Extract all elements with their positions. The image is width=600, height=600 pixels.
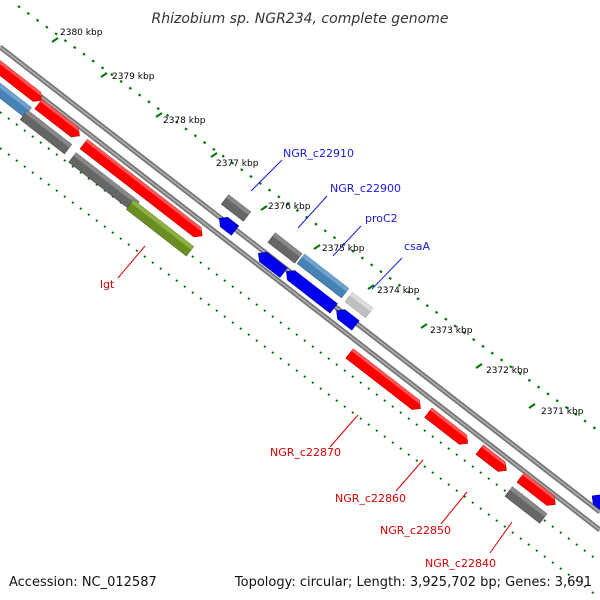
gene-lgt[interactable] — [125, 199, 195, 257]
gene-forward-right-red[interactable] — [516, 472, 559, 509]
tick-label: 2379 kbp — [112, 72, 155, 82]
ruler-tick — [210, 152, 218, 158]
accession-label: Accession: NC_012587 — [9, 575, 157, 590]
tick-label: 2372 kbp — [486, 366, 529, 376]
callout-lines — [117, 159, 513, 554]
ruler-tick — [367, 284, 375, 290]
tick-label: 2376 kbp — [268, 202, 311, 212]
gene-forward-red-long[interactable] — [79, 138, 206, 240]
ruler-tick — [100, 72, 108, 78]
gene-NGR_c22850[interactable] — [475, 444, 510, 475]
gene-NGR_c22870[interactable] — [345, 348, 424, 414]
tick-label: 2380 kbp — [60, 28, 103, 38]
label-proC2[interactable]: proC2 — [365, 212, 398, 225]
tick-label: 2373 kbp — [430, 326, 473, 336]
gene-reverse-blue-2[interactable] — [255, 248, 288, 278]
tick-label: 2374 kbp — [377, 286, 420, 296]
gene-reverse-blue-4[interactable] — [333, 306, 360, 331]
tick-label: 2371 kbp — [541, 407, 584, 417]
tick-label: 2377 kbp — [216, 159, 259, 169]
gene-reverse-blue-3[interactable] — [283, 267, 338, 314]
gene-forward-left-1[interactable] — [0, 58, 45, 105]
label-NGR_c22860[interactable]: NGR_c22860 — [335, 492, 406, 505]
gene-forward-left-2[interactable] — [34, 98, 83, 140]
gene-reverse-blue-1[interactable] — [216, 214, 240, 236]
tick-label: 2375 kbp — [322, 244, 365, 254]
page-title: Rhizobium sp. NGR234, complete genome — [152, 11, 449, 27]
genome-summary: Topology: circular; Length: 3,925,702 bp… — [234, 575, 592, 590]
gene-edge-blue[interactable] — [588, 491, 600, 514]
label-NGR_c22870[interactable]: NGR_c22870 — [270, 446, 341, 459]
gene-NGR_c22900[interactable] — [267, 232, 303, 264]
label-lgt[interactable]: lgt — [100, 278, 115, 291]
gene-NGR_c22840[interactable] — [504, 486, 548, 524]
label-NGR_c22840[interactable]: NGR_c22840 — [425, 557, 496, 570]
ruler-tick — [528, 403, 536, 409]
gene-reverse-gray-left[interactable] — [19, 109, 73, 155]
gene-csaA[interactable] — [344, 291, 374, 319]
label-csaA[interactable]: csaA — [404, 240, 431, 253]
ruler-tick — [475, 363, 483, 369]
label-NGR_c22900[interactable]: NGR_c22900 — [330, 182, 401, 195]
label-NGR_c22910[interactable]: NGR_c22910 — [283, 147, 354, 160]
gene-proC2[interactable] — [296, 253, 350, 299]
tick-ruler: 2380 kbp 2379 kbp 2378 kbp 2377 kbp 2376… — [17, 5, 600, 433]
ruler-tick — [51, 37, 59, 43]
gene-NGR_c22860[interactable] — [424, 407, 472, 448]
ruler-tick — [420, 323, 428, 329]
ruler-tick — [155, 112, 163, 118]
ruler-tick — [313, 244, 321, 250]
label-NGR_c22850[interactable]: NGR_c22850 — [380, 524, 451, 537]
gene-NGR_c22910[interactable] — [220, 194, 252, 222]
tick-label: 2378 kbp — [163, 116, 206, 126]
ruler-tick — [260, 205, 268, 211]
